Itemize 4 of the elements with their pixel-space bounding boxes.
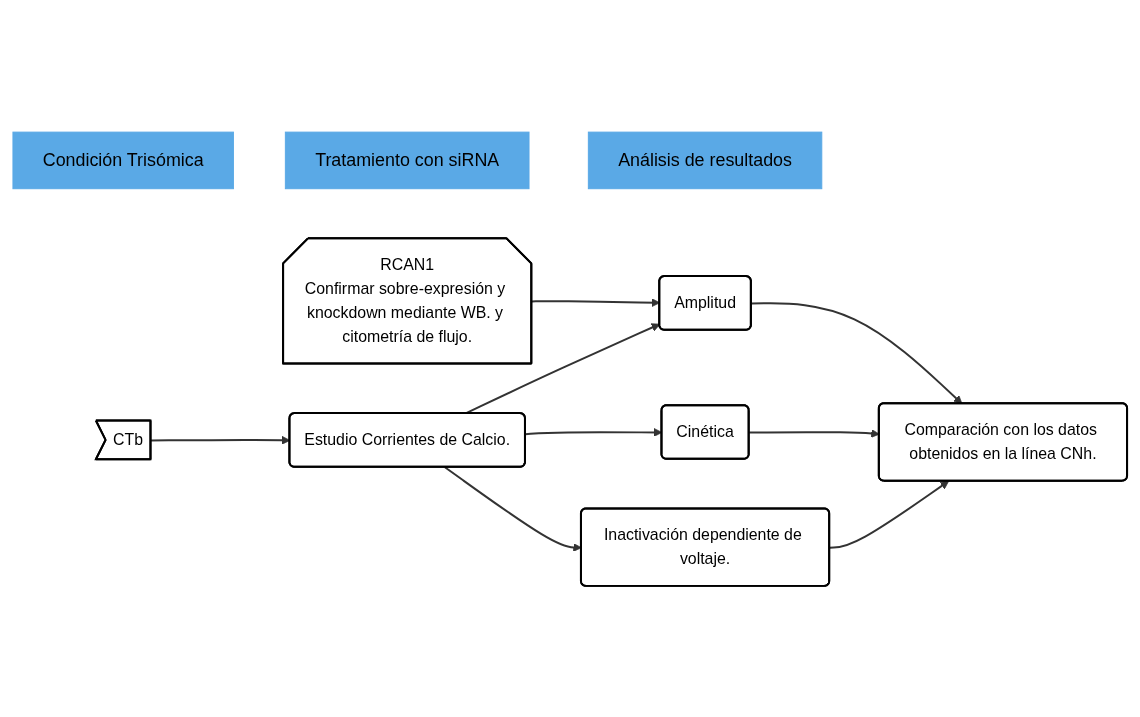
node-box: Tratamiento con siRNA (284, 131, 530, 189)
arrow (750, 301, 963, 404)
node-box: Análisis de resultados (587, 131, 823, 189)
node-box: Condición Trisómica (12, 131, 234, 189)
